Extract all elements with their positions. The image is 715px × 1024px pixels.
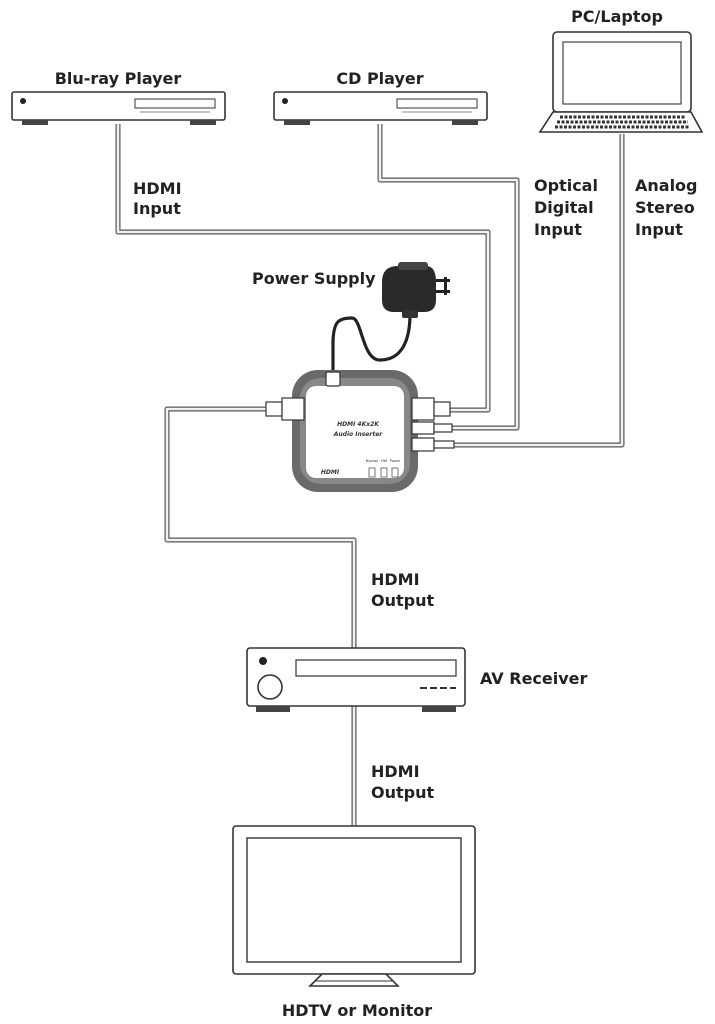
power-supply: Power Supply xyxy=(252,262,450,318)
hdmi-output-label-2: HDMI Output xyxy=(371,762,434,802)
audio-inserter: HDMI 4Kx2K Audio Inserter HDMI Bypass HW… xyxy=(265,370,455,492)
led-hw xyxy=(380,467,388,478)
led-label-power: Power xyxy=(390,459,401,463)
led-bypass xyxy=(368,467,376,478)
bluray-label: Blu-ray Player xyxy=(55,69,182,88)
svg-text:Analog: Analog xyxy=(635,176,698,195)
hdmi-output-label-1: HDMI Output xyxy=(371,570,434,610)
av-receiver: AV Receiver xyxy=(246,647,588,712)
svg-text:Output: Output xyxy=(371,783,434,802)
av-receiver-label: AV Receiver xyxy=(480,669,588,688)
analog-label: Analog Stereo Input xyxy=(635,176,698,239)
svg-text:Input: Input xyxy=(534,220,582,239)
svg-text:Optical: Optical xyxy=(534,176,598,195)
inserter-title-line1: HDMI 4Kx2K xyxy=(337,421,380,428)
cd-player: CD Player xyxy=(273,69,488,125)
cables xyxy=(115,124,625,830)
pc-laptop-label: PC/Laptop xyxy=(571,7,663,26)
hdmi-input-label: HDMI Input xyxy=(133,179,182,218)
led-label-hw: HW xyxy=(381,459,388,463)
pc-laptop: PC/Laptop xyxy=(538,7,704,133)
led-power xyxy=(391,467,399,478)
svg-text:Output: Output xyxy=(371,591,434,610)
svg-text:HDMI: HDMI xyxy=(371,570,420,589)
power-supply-label: Power Supply xyxy=(252,269,376,288)
svg-text:Digital: Digital xyxy=(534,198,594,217)
hdtv-label: HDTV or Monitor xyxy=(282,1001,432,1020)
svg-text:Input: Input xyxy=(635,220,683,239)
svg-text:HDMI: HDMI xyxy=(133,179,182,198)
cd-label: CD Player xyxy=(336,69,423,88)
hdtv-monitor: HDTV or Monitor xyxy=(232,825,476,1020)
svg-text:HDMI: HDMI xyxy=(371,762,420,781)
inserter-logo: HDMI xyxy=(321,469,340,476)
svg-text:Input: Input xyxy=(133,199,181,218)
optical-label: Optical Digital Input xyxy=(534,176,598,239)
hdmi-input-cable xyxy=(115,124,491,413)
inserter-title-line2: Audio Inserter xyxy=(333,431,384,438)
power-cord xyxy=(331,313,412,375)
bluray-player: Blu-ray Player xyxy=(11,69,226,125)
led-label-bypass: Bypass xyxy=(366,459,379,463)
svg-text:Stereo: Stereo xyxy=(635,198,695,217)
